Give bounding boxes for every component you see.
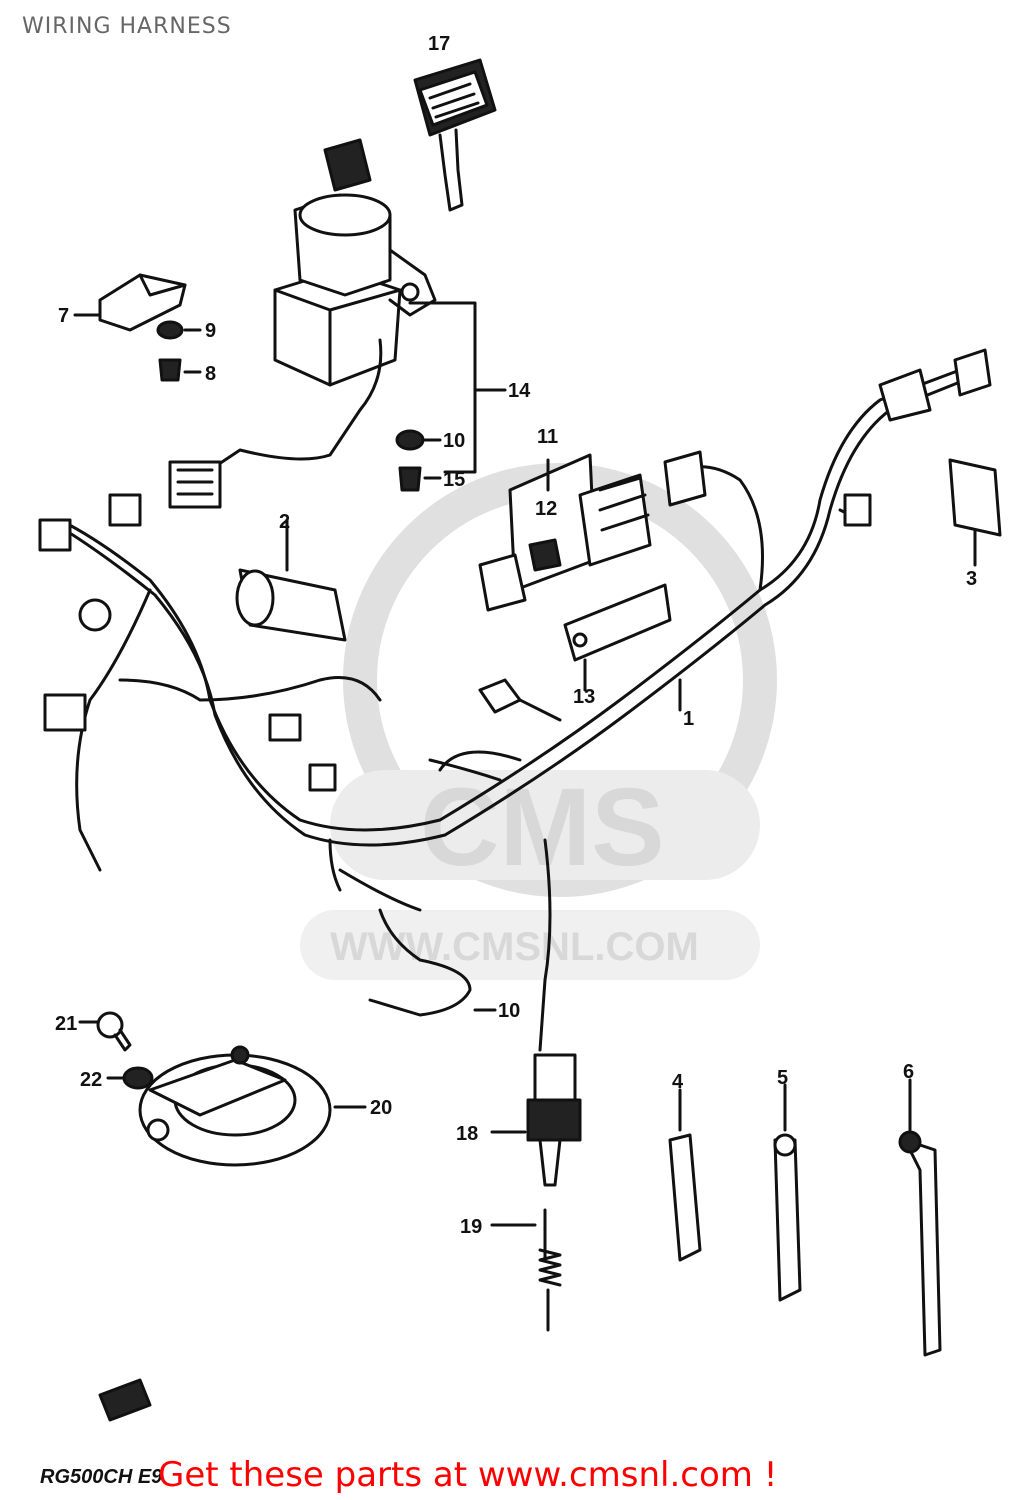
wire-clamp-6 xyxy=(898,1078,942,1357)
callout-1: 1 xyxy=(683,708,694,730)
lead-wire xyxy=(368,908,472,1017)
promo-link[interactable]: Get these parts at www.cmsnl.com ! xyxy=(158,1455,778,1495)
horn-nut xyxy=(122,1066,154,1090)
callout-18: 18 xyxy=(456,1123,478,1145)
horn-bolt xyxy=(96,1011,124,1039)
page-title: WIRING HARNESS xyxy=(22,14,232,39)
model-code: RG500CH E9 xyxy=(40,1466,163,1488)
callout-10-lead: 10 xyxy=(498,1000,520,1022)
main-harness xyxy=(38,348,992,912)
horn-bolt-shank xyxy=(113,1028,132,1052)
wire-clamp-5 xyxy=(773,1083,802,1302)
screw xyxy=(398,466,422,492)
ignition-switch xyxy=(168,138,437,509)
clamp xyxy=(98,273,187,332)
callout-2: 2 xyxy=(279,511,290,533)
callouts: 1 2 3 4 5 6 7 8 9 10 10 11 12 13 14 15 1… xyxy=(55,33,977,1238)
callout-11: 11 xyxy=(537,426,558,448)
watermark-url: WWW.CMSNL.COM xyxy=(330,925,699,969)
callout-15: 15 xyxy=(443,469,465,491)
callout-5: 5 xyxy=(777,1067,788,1089)
callout-7: 7 xyxy=(58,305,69,327)
callout-4: 4 xyxy=(672,1071,684,1093)
horn xyxy=(138,1045,332,1167)
callout-6: 6 xyxy=(903,1061,914,1083)
callout-20: 20 xyxy=(370,1097,392,1119)
callout-10: 10 xyxy=(443,430,465,452)
callout-21: 21 xyxy=(55,1013,77,1035)
condenser xyxy=(235,518,347,642)
callout-12: 12 xyxy=(535,498,557,520)
washer xyxy=(395,429,425,451)
callout-13: 13 xyxy=(573,686,595,708)
label-plate xyxy=(948,458,1002,537)
bolt xyxy=(158,358,182,382)
callout-19: 19 xyxy=(460,1216,482,1238)
mounting-bracket xyxy=(563,583,672,692)
brake-light-switch xyxy=(526,838,582,1332)
callout-3: 3 xyxy=(966,568,977,590)
callout-8: 8 xyxy=(205,363,216,385)
watermark: CMS WWW.CMSNL.COM xyxy=(300,463,777,980)
watermark-brand: CMS xyxy=(420,766,664,889)
callout-22: 22 xyxy=(80,1069,102,1091)
callout-17: 17 xyxy=(428,33,450,55)
callout-9: 9 xyxy=(205,320,216,342)
grommet xyxy=(156,320,184,340)
callout-14: 14 xyxy=(508,380,531,402)
spare-clip xyxy=(98,1378,152,1422)
ignition-key xyxy=(413,58,497,212)
wire-clamp-4 xyxy=(668,1088,702,1262)
leader-14 xyxy=(408,301,507,474)
relay-assembly xyxy=(478,450,707,612)
